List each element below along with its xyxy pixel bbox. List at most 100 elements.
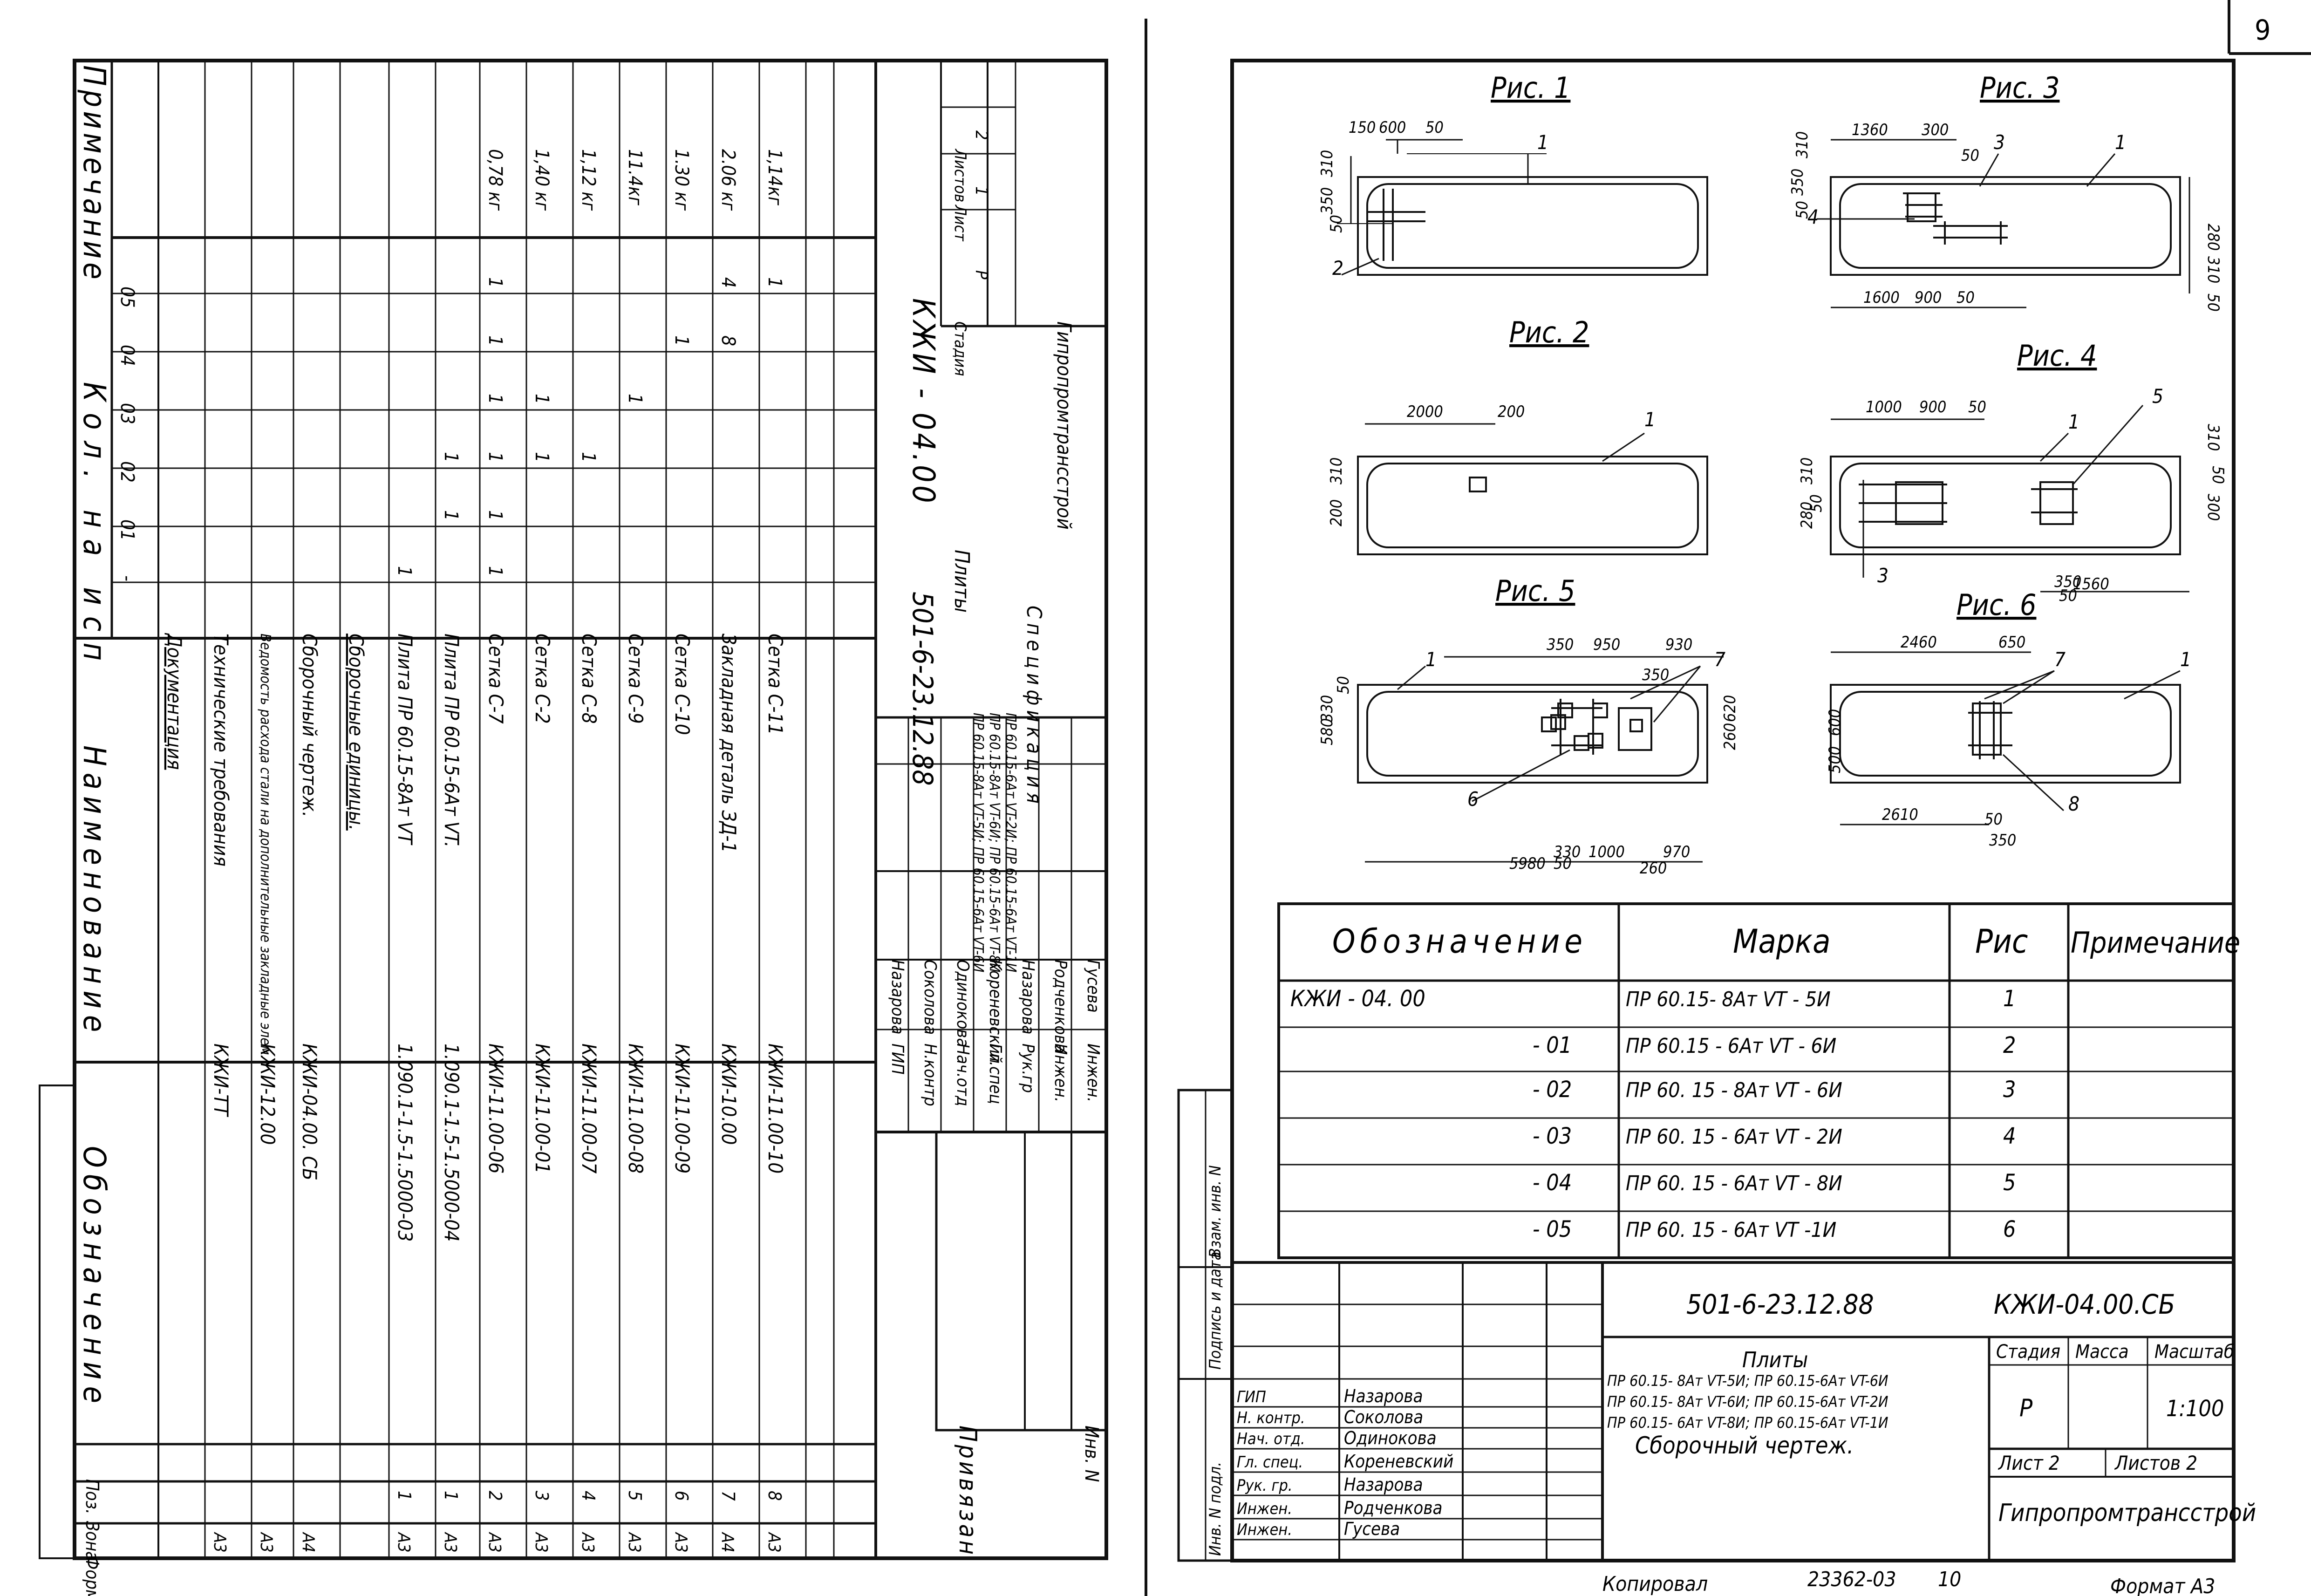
right-stamp-title-0: Плиты <box>1742 1347 1808 1372</box>
right-stamp-doc-code: 501-6-23.12.88 <box>1686 1289 1874 1320</box>
spec-row-designation: 1.090.1-1.5-1.5000-03 <box>394 1044 416 1241</box>
marks-table-designation: - 02 <box>1533 1077 1572 1103</box>
right-stamp-doc-number: КЖИ-04.00.СБ <box>1994 1289 2175 1320</box>
fig4-dimension: 1000 <box>1866 398 1902 416</box>
fig4-dimension: 50 <box>1968 398 1986 416</box>
spec-row-note: 1,40 кг <box>531 149 552 211</box>
left-stamp-name: Назарова <box>1018 960 1037 1035</box>
right-stamp-subtitle: Сборочный чертеж. <box>1635 1432 1854 1459</box>
marks-table-header-fig: Рис <box>1975 922 2028 961</box>
marks-table-designation: - 04 <box>1533 1170 1572 1196</box>
qty-column-header: 02 <box>116 461 138 483</box>
spec-row-qty: 1 <box>484 452 506 463</box>
spec-header-zone: Зона <box>82 1521 102 1561</box>
spec-row-name: Сборочный чертеж. <box>298 634 321 817</box>
spec-row-pos: 3 <box>532 1491 552 1501</box>
qty-column-header: 04 <box>116 345 138 366</box>
fig5-dimension: 620 <box>1721 695 1739 722</box>
spec-row-designation: КЖИ-11.00-07 <box>578 1044 600 1173</box>
marks-table-fig: 5 <box>2003 1170 2016 1196</box>
fig4-dimension: 50 <box>2059 587 2077 605</box>
fig1-callout-label: 2 <box>1332 257 1343 280</box>
spec-row-designation: КЖИ-11.00-06 <box>484 1044 507 1173</box>
spec-header-qty: Кол. на исп <box>76 382 112 672</box>
right-stamp-name: Назарова <box>1344 1386 1423 1406</box>
left-stamp-doc-code: 501-6-23.12.88 <box>906 592 939 786</box>
spec-row-name: Закладная деталь ЗД-1 <box>717 634 740 853</box>
fig3-dimension: 280 <box>2204 224 2222 251</box>
left-stamp-org: Гипропромтрансстрой <box>1053 321 1076 530</box>
fig4-dimension: 1560 <box>2073 575 2109 593</box>
fig5-dimension: 350 <box>1547 635 1574 654</box>
spec-row-format: A3 <box>578 1532 597 1553</box>
spec-row-format: A3 <box>394 1532 413 1553</box>
spec-row-designation: КЖИ-11.00-01 <box>531 1044 554 1173</box>
footer-format: Формат А3 <box>2110 1575 2215 1596</box>
left-stamp-role: Инжен. <box>1051 1044 1070 1102</box>
spec-row-pos: 5 <box>625 1491 645 1501</box>
spec-row-name: Сетка С-7 <box>484 634 507 724</box>
right-stamp-stage-label: Стадия <box>1996 1341 2060 1363</box>
fig5-dimension: 1000 <box>1588 843 1625 861</box>
left-stamp-title-0: Плиты <box>950 550 974 613</box>
side-label: Взам. инв. N <box>1206 1165 1225 1258</box>
spec-row-note: 11.4кг <box>624 149 646 206</box>
marks-table-mark: ПР 60.15 - 6Ат VT - 6И <box>1626 1034 1836 1058</box>
figure-6-drawing <box>1830 651 2181 825</box>
footer-number: 23362-03 <box>1807 1568 1896 1591</box>
figure-4-drawing <box>1830 405 2189 593</box>
spec-row-qty: 1 <box>764 277 785 288</box>
spec-header-note: Примечание <box>76 65 112 283</box>
spec-row-format: A3 <box>532 1532 551 1553</box>
fig4-dimension: 350 <box>2054 573 2081 591</box>
spec-row-name: Технические требования <box>210 634 232 866</box>
fig4-dimension: 300 <box>2204 494 2222 521</box>
right-stamp-mass-label: Масса <box>2075 1341 2129 1363</box>
right-stamp-title-2: ПР 60.15- 8Ат VT-6И; ПР 60.15-6Ат VT-2И <box>1607 1393 1888 1411</box>
fig6-dimension: 500 <box>1826 746 1844 773</box>
fig1-dimension: 150 <box>1349 118 1376 137</box>
fig3-dimension: 50 <box>1961 146 1979 165</box>
spec-row-pos: 7 <box>718 1491 738 1501</box>
spec-row-format: A4 <box>718 1532 737 1553</box>
fig5-dimension: 330 <box>1318 695 1336 722</box>
marks-table-mark: ПР 60.15- 8Ат VT - 5И <box>1626 988 1831 1011</box>
spec-row-qty: 1 <box>624 394 646 404</box>
spec-row-qty: 1 <box>484 510 506 521</box>
fig4-callout-label: 1 <box>2068 410 2079 433</box>
marks-table-mark: ПР 60. 15 - 6Ат VT -1И <box>1626 1218 1836 1242</box>
marks-table-mark: ПР 60. 15 - 6Ат VT - 2И <box>1626 1125 1842 1149</box>
left-stamp-title-3: ПР 60.15-6Ат VT-2И; ПР 60.15-6Ат VT-1И <box>1002 713 1019 972</box>
fig5-dimension: 970 <box>1663 843 1690 861</box>
fig3-callout-label: 1 <box>2115 131 2126 154</box>
fig5-dimension: 260 <box>1721 723 1739 750</box>
left-stamp-name: Гусева <box>1084 960 1103 1013</box>
right-stamp-stage: Р <box>2019 1394 2033 1422</box>
marks-table-fig: 4 <box>2003 1123 2016 1149</box>
spec-row-pos: 6 <box>671 1491 692 1501</box>
fig1-dimension: 350 <box>1318 187 1336 214</box>
left-stamp-privyazan: Привязан <box>954 1425 982 1557</box>
fig5-dimension: 350 <box>1642 666 1669 684</box>
spec-row-qty: 1 <box>531 452 552 463</box>
spec-row-format: A3 <box>441 1532 460 1553</box>
marks-table-mark: ПР 60. 15 - 8Ат VT - 6И <box>1626 1078 1842 1102</box>
fig6-dimension: 600 <box>1826 709 1844 736</box>
spec-row-qty: 1 <box>484 335 506 346</box>
spec-row-name: Сетка С-11 <box>764 634 787 735</box>
fig5-callout-label: 7 <box>1714 648 1725 671</box>
fig2-dimension: 2000 <box>1407 402 1443 421</box>
right-stamp-role: Рук. гр. <box>1237 1476 1293 1495</box>
fig4-title: Рис. 4 <box>2017 339 2097 373</box>
left-stamp-sheet-label: Лист <box>951 205 969 242</box>
fig4-dimension: 50 <box>1807 494 1826 512</box>
fig3-callout-label: 3 <box>1994 131 2005 154</box>
spec-row-qty: 1 <box>578 452 599 463</box>
fig3-dimension: 1360 <box>1852 121 1888 139</box>
spec-row-designation: КЖИ-10.00 <box>717 1044 740 1145</box>
footer-copied: Копировал <box>1602 1572 1708 1596</box>
spec-row-qty: 8 <box>717 335 739 346</box>
spec-row-name: Плита ПР 60.15-8Ат VT <box>394 634 416 846</box>
right-stamp-frame <box>1232 1261 2234 1561</box>
spec-row-format: A3 <box>485 1532 504 1553</box>
